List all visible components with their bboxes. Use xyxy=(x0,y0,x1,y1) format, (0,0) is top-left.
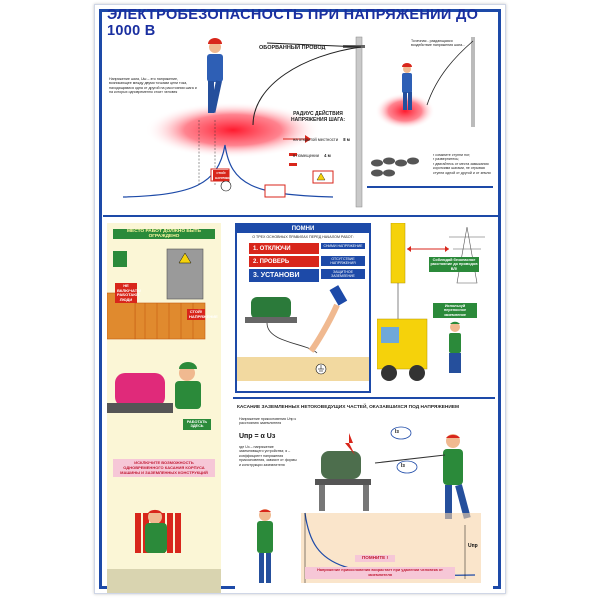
radius-indoor-value: 4 м xyxy=(324,153,331,158)
remember-text: Напряжение прикосновения возрастает при … xyxy=(305,567,455,579)
no-switch-sign: НЕ ВКЛЮЧАТЬ! РАБОТАЮТ ЛЮДИ xyxy=(115,283,142,304)
step-voltage-definition: Напряжение шага, Uш – это напряжение, во… xyxy=(109,77,197,95)
touch-voltage-illustration xyxy=(257,426,481,583)
rule-3-label: 3. УСТАНОВИ xyxy=(249,269,319,282)
rule-2-label: 2. ПРОВЕРЬ xyxy=(249,256,319,267)
formula-intro: Напряжение прикосновения Uпр к расстояни… xyxy=(239,417,297,426)
remember-banner: ПОМНИТЕ ! xyxy=(355,555,395,562)
voltage-label: Uпр xyxy=(468,543,478,549)
radius-open: на открытой местности 8 м xyxy=(293,137,363,142)
wire-label: ОБОРВАННЫЙ ПРОВОД xyxy=(259,45,326,51)
stop-voltage-sign: СТОЙ! НАПРЯЖЕНИЕ xyxy=(187,309,218,321)
broken-wire-illustration xyxy=(122,36,365,208)
poster-title: ЭЛЕКТРОБЕЗОПАСНОСТЬ ПРИ НАПРЯЖЕНИИ ДО 10… xyxy=(107,7,493,39)
formula-defs: Uз – напряжение заземляющего устройства;… xyxy=(239,445,297,467)
warning-sign-left: СТОЙ! НАПРЯЖЕНИЕ xyxy=(213,170,237,182)
safety-poster: ЭЛЕКТРОБЕЗОПАСНОСТЬ ПРИ НАПРЯЖЕНИИ ДО 10… xyxy=(94,4,506,594)
broken-wire-panel: ОБОРВАННЫЙ ПРОВОД Напряжение шага, Uш – … xyxy=(103,35,367,215)
step-rules-illustration xyxy=(367,37,493,188)
formula: Uпр = α Uз xyxy=(239,433,276,440)
current-label-1: Iз xyxy=(395,429,399,435)
grounding-illustration xyxy=(237,285,369,381)
rule-1-note: СНИМИ НАПРЯЖЕНИЕ xyxy=(321,243,365,249)
rule-3-note: ЗАЩИТНОЕ ЗАЗЕМЛЕНИЕ xyxy=(321,269,365,279)
radius-indoor: в помещении 4 м xyxy=(293,153,363,158)
rule-2-note: ОТСУТСТВИЕ НАПРЯЖЕНИЯ xyxy=(321,256,365,266)
remember-title: ПОМНИ xyxy=(237,225,369,233)
worker-figure xyxy=(207,38,223,113)
formula-where: где xyxy=(239,445,245,449)
step-rules-panel: Точечная - раздающаяся воздействие напря… xyxy=(367,35,493,215)
fenced-work-illustration xyxy=(107,248,221,593)
remember-panel: ПОМНИ О ТРЕХ ОСНОВНЫХ ПРАВИЛАХ ПЕРЕД НАЧ… xyxy=(235,223,371,393)
touch-voltage-panel: КАСАНИЕ ЗАЗЕМЛЕННЫХ НЕТОКОВЕДУЩИХ ЧАСТЕЙ… xyxy=(235,403,493,591)
step-rule-2: ▪ развернитесь; xyxy=(433,157,460,162)
touch-voltage-header: КАСАНИЕ ЗАЗЕМЛЕННЫХ НЕТОКОВЕДУЩИХ ЧАСТЕЙ… xyxy=(237,405,460,410)
current-label-2: Iз xyxy=(401,463,405,469)
step-rules-list: ▪ сомкните ступни ног; ▪ развернитесь; ▪… xyxy=(433,153,491,175)
divider-horizontal xyxy=(103,215,499,217)
fenced-banner: МЕСТО РАБОТ ДОЛЖНО БЫТЬ ОГРАЖДЕНО xyxy=(113,229,215,239)
radius-indoor-label: в помещении xyxy=(293,153,319,158)
portable-ground-note: Используй переносное заземление xyxy=(433,303,477,319)
radius-title: РАДИУС ДЕЙСТВИЯ НАПРЯЖЕНИЯ ШАГА: xyxy=(290,111,346,123)
formula-defs-wrap: где Uз – напряжение заземляющего устройс… xyxy=(239,445,299,467)
crane-illustration xyxy=(377,223,485,381)
crane-panel: Соблюдай безопасное расстояние до провод… xyxy=(377,223,491,399)
divider-bottom xyxy=(233,397,495,399)
step-rule-1: ▪ сомкните ступни ног; xyxy=(433,153,471,157)
remember-subtitle: О ТРЕХ ОСНОВНЫХ ПРАВИЛАХ ПЕРЕД НАЧАЛОМ Р… xyxy=(252,235,354,239)
safe-distance-note: Соблюдай безопасное расстояние до провод… xyxy=(429,257,479,273)
exclusion-note: ИСКЛЮЧИТЕ ВОЗМОЖНОСТЬ ОДНОВРЕМЕННОГО КАС… xyxy=(113,459,215,478)
source-label: Точечная - раздающаяся воздействие напря… xyxy=(411,39,466,48)
work-here-sign: РАБОТАТЬ ЗДЕСЬ xyxy=(183,419,211,430)
step-rule-3: ▪ двигайтесь от места замыкания коротким… xyxy=(433,161,491,175)
fenced-work-panel: МЕСТО РАБОТ ДОЛЖНО БЫТЬ ОГРАЖДЕНО xyxy=(107,223,221,593)
radius-open-label: на открытой местности xyxy=(293,137,339,142)
radius-open-value: 8 м xyxy=(343,137,350,142)
rule-1-label: 1. ОТКЛЮЧИ xyxy=(249,243,319,254)
